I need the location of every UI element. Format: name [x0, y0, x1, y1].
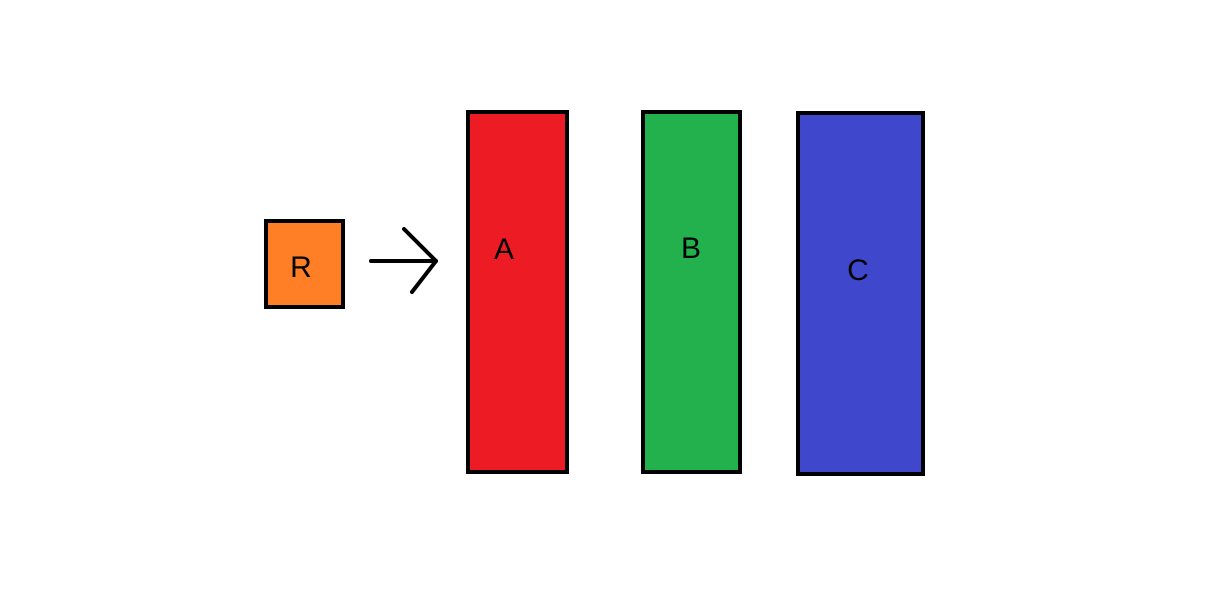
node-a-box: [466, 110, 569, 474]
node-r-label: R: [290, 251, 312, 284]
node-b-box: [641, 110, 742, 474]
node-r-box: [264, 219, 345, 309]
node-a-label: A: [493, 233, 515, 266]
node-c-box: [796, 111, 925, 476]
arrow-head-icon: [402, 227, 438, 294]
node-c-label: C: [847, 254, 869, 287]
node-b-label: B: [680, 232, 702, 265]
